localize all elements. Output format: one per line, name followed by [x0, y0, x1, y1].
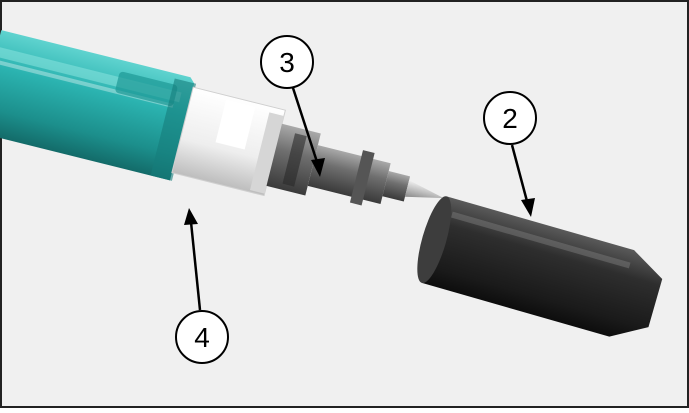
callout-4: 4 [176, 311, 228, 363]
callout-3: 3 [261, 36, 313, 88]
callout-2-label: 2 [502, 103, 518, 134]
callout-2: 2 [484, 92, 536, 144]
callout-4-label: 4 [194, 322, 210, 353]
callout-3-label: 3 [279, 47, 295, 78]
